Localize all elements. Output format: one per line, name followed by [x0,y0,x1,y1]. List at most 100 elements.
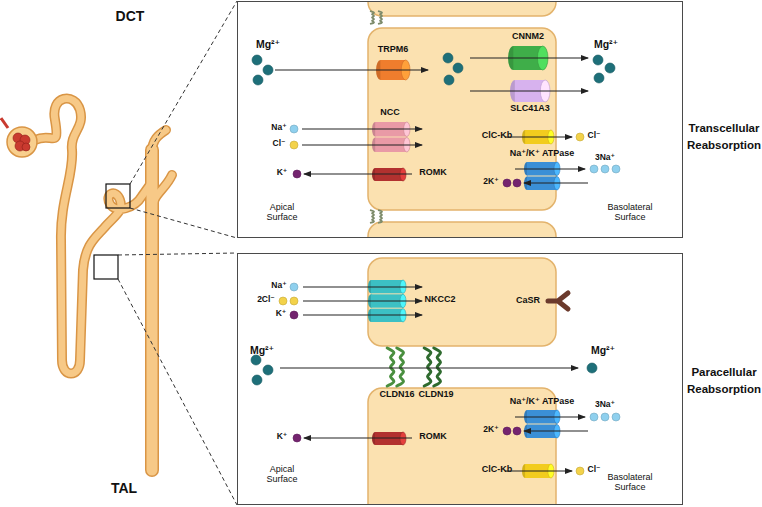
ion-ball [263,65,273,75]
ion-ball [605,63,615,73]
ion-ball [503,427,511,435]
transporter-protein: ClC-Kb [522,130,554,144]
panel-heading: Paracellular Reabsorption [685,364,762,397]
protein-label: ROMK [419,168,447,178]
protein-shape [372,432,406,445]
channel-face [400,294,406,307]
claudin-strand [434,348,441,386]
flux-arrow [303,314,422,315]
flux-arrow [524,430,588,431]
ion-ball [587,363,597,373]
channel-body [525,464,551,478]
channel-face [548,130,554,144]
ion-label: Na⁺ [271,123,286,133]
channel-body [375,138,407,153]
zoom-leader [118,253,237,255]
ion-ball [293,434,301,442]
channel-face [400,309,406,322]
ion-label: Mg²⁺ [594,38,618,50]
channel-face [401,60,410,80]
protein-shape [422,348,446,386]
claudin-strand [387,348,394,386]
glomerulus [22,143,30,151]
protein-label: CLDN16 [379,390,414,400]
channel-body [371,294,403,307]
zoom-leader [130,1,237,184]
ion-label: Mg²⁺ [250,344,274,356]
channel-face [537,46,548,70]
ion-label: 3Na⁺ [595,153,615,163]
protein-shape [368,280,406,322]
ion-ball [612,413,620,421]
channel-lane [524,177,560,191]
channel-body [525,130,551,144]
segment-label: TAL [111,480,137,496]
protein-shape [522,464,554,478]
ion-ball [453,63,463,73]
protein-shape [372,168,406,181]
ion-label: K⁺ [276,309,287,319]
transporter-protein: ClC-Kb [522,464,554,478]
tubule-lumen [152,130,166,152]
channel-face [554,162,560,176]
flux-arrow [303,300,422,301]
channel-body [375,122,407,137]
ion-ball [251,355,261,365]
transporter-protein: CLDN16 [385,348,409,386]
surface-label: Apical Surface [256,464,308,485]
protein-shape [376,60,410,80]
channel-lane [372,168,406,181]
channel-face [400,168,406,181]
receptor-shape [548,293,568,309]
zoom-box [94,255,118,279]
flux-arrow [304,173,412,174]
ion-ball [593,55,603,65]
ion-ball [612,165,620,173]
ion-ball [443,53,453,63]
ion-ball [444,75,454,85]
flux-arrow [515,168,585,169]
channel-face [554,177,560,191]
transporter-protein: TRPM6 [376,60,410,80]
epithelial-cell [368,222,556,237]
protein-shape [508,46,548,70]
channel-lane [368,309,406,322]
ion-label: K⁺ [277,168,288,178]
flux-arrow [304,437,412,438]
ion-ball [513,179,521,187]
tight-junction [378,11,382,24]
ion-ball [513,427,521,435]
protein-label: Na⁺/K⁺ ATPase [510,397,575,407]
channel-body [375,168,403,181]
claudin-strand [397,348,404,386]
surface-label: Basolateral Surface [597,472,663,493]
tubule-lumen [152,175,172,210]
channel-body [371,309,403,322]
transporter-protein: SLC41A3 [510,80,550,102]
ion-label: 3Na⁺ [595,400,615,410]
ion-ball [576,467,584,475]
ion-label: 2K⁺ [483,177,498,187]
protein-label: CLDN19 [418,390,453,400]
protein-label: CNNM2 [512,32,544,42]
protein-shape [524,410,560,438]
channel-face [554,425,560,439]
ion-ball [601,165,609,173]
protein-label: Na⁺/K⁺ ATPase [510,149,575,159]
ion-ball [290,125,298,133]
channel-face [548,464,554,478]
channel-lane [372,138,410,153]
ion-ball [252,55,262,65]
tight-junction [370,210,374,223]
ion-label: Cl⁻ [588,465,601,475]
channel-face [400,432,406,445]
channel-lane [524,425,560,439]
flux-arrow [505,136,572,137]
channel-lane [372,122,410,137]
ion-ball [252,375,262,385]
claudin-strand [424,348,431,386]
channel-face [554,410,560,424]
protein-shape [510,80,550,102]
